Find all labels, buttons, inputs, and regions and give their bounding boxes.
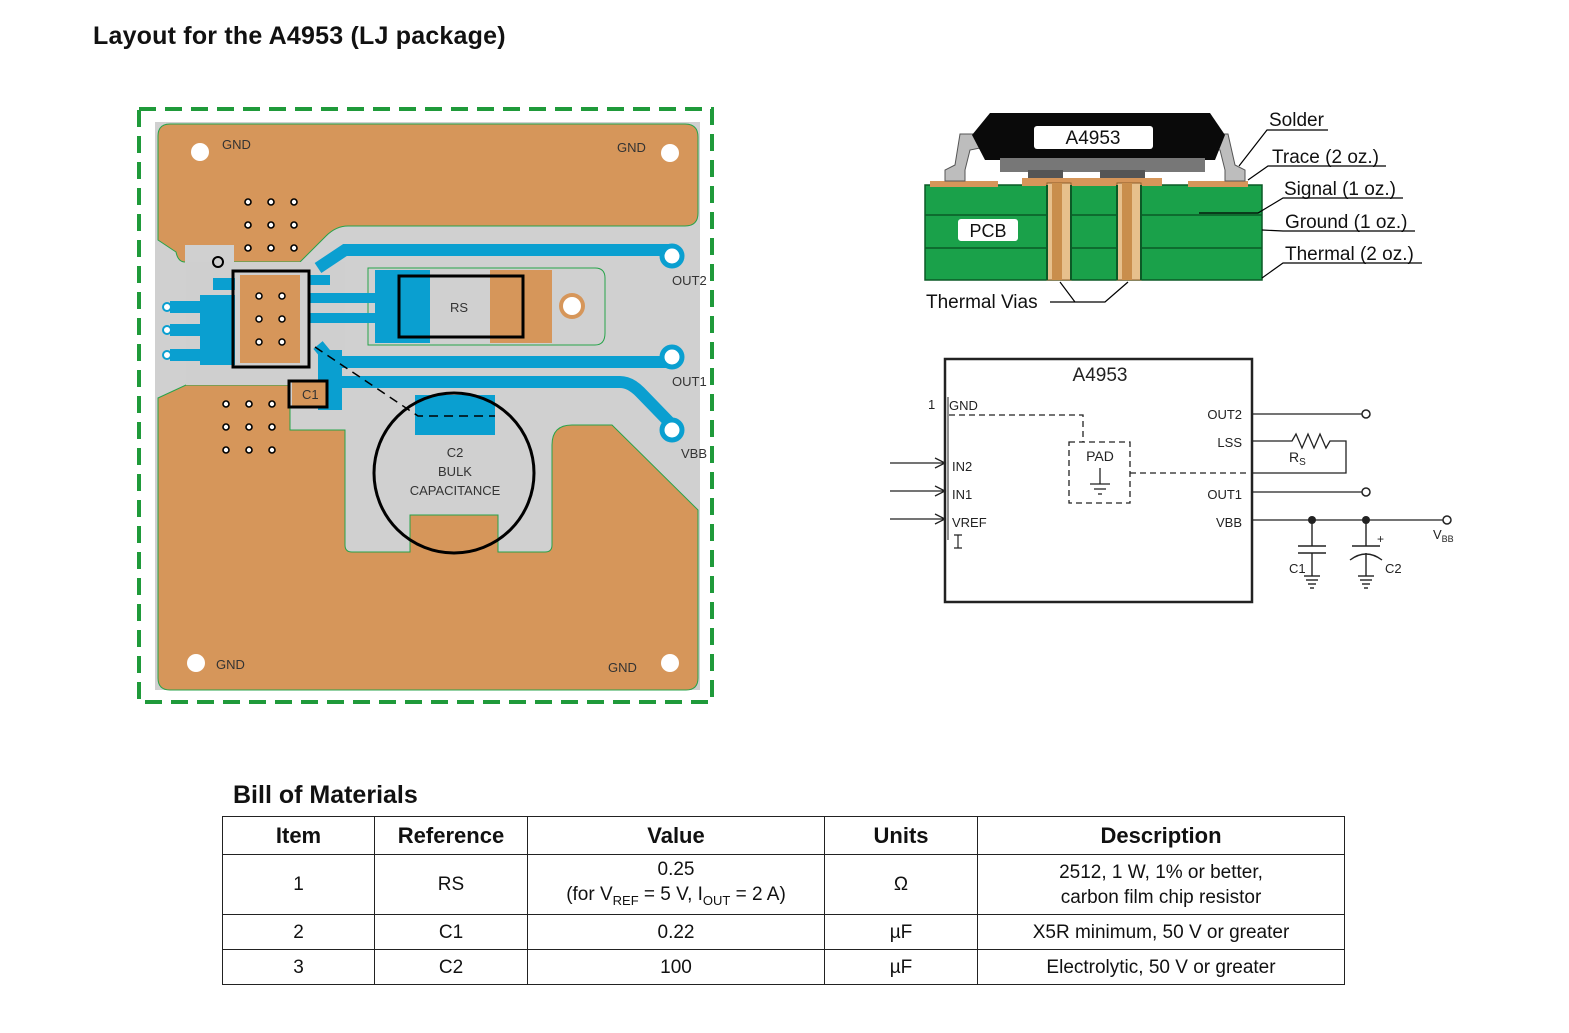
cell-description: 2512, 1 W, 1% or better, carbon film chi… [977, 854, 1345, 915]
mount-hole-br [661, 654, 679, 672]
cell-item: 1 [222, 854, 375, 915]
value-line2: (for VREF = 5 V, IOUT = 2 A) [566, 883, 786, 908]
c2-symbol-label: C2 [1385, 561, 1402, 576]
cell-value: 0.25 (for VREF = 5 V, IOUT = 2 A) [527, 854, 825, 915]
header-description: Description [977, 816, 1345, 855]
cell-reference: RS [374, 854, 528, 915]
out1-pad [659, 344, 685, 370]
c1-footprint [287, 379, 329, 409]
cross-section: A4953 PCB Thermal Vias Solder Trace (2 o… [924, 110, 1422, 313]
vbb-terminal [1442, 515, 1452, 525]
thermal-via-columns [1046, 182, 1142, 281]
desc-line2: carbon film chip resistor [1060, 886, 1262, 908]
cell-value: 0.22 [527, 914, 825, 950]
c2-line3: CAPACITANCE [410, 483, 501, 498]
cell-reference: C1 [374, 914, 528, 950]
pin-in1: IN1 [952, 487, 972, 502]
rs-symbol-label: RS [1289, 449, 1306, 468]
cell-units: µF [824, 914, 978, 950]
cell-value: 100 [527, 949, 825, 985]
out2-terminal [1361, 409, 1371, 419]
cell-item: 3 [222, 949, 375, 985]
layer-trace: Trace (2 oz.) [1272, 147, 1379, 168]
cross-chip-label: A4953 [1066, 128, 1121, 149]
layer-signal: Signal (1 oz.) [1284, 179, 1396, 200]
c1-symbol-label: C1 [1289, 561, 1306, 576]
table-row: 3 C2 100 µF Electrolytic, 50 V or greate… [222, 949, 1345, 985]
table-row: 1 RS 0.25 (for VREF = 5 V, IOUT = 2 A) Ω… [222, 854, 1345, 915]
header-reference: Reference [374, 816, 528, 855]
gnd-label-bl: GND [216, 657, 245, 672]
layer-solder: Solder [1269, 110, 1325, 131]
out1-label: OUT1 [672, 374, 707, 389]
bom-table: Item Reference Value Units Description 1… [222, 816, 1345, 985]
schematic: A4953 1 GND IN2 IN1 VREF OUT2 LSS OUT1 V… [890, 357, 1454, 604]
gnd-label-tr: GND [617, 140, 646, 155]
mount-hole-bl [187, 654, 205, 672]
c2-line1: C2 [447, 445, 464, 460]
pad-label: PAD [1086, 448, 1114, 464]
board-outline [137, 107, 714, 704]
page-title: Layout for the A4953 (LJ package) [93, 22, 506, 50]
mount-hole-tr [661, 144, 679, 162]
c1-label: C1 [302, 387, 319, 402]
mount-hole-tl [191, 143, 209, 161]
c2-outline [372, 391, 536, 555]
rs-label: RS [450, 300, 468, 315]
schematic-pin1: 1 [928, 397, 935, 412]
schematic-chip-title: A4953 [1073, 365, 1128, 386]
pin-out2: OUT2 [1207, 407, 1242, 422]
bom-title: Bill of Materials [233, 781, 418, 809]
out1-terminal [1361, 487, 1371, 497]
pcb-layout: C1 RS C2 BULK CAPACITANCE GND GND GND GN… [137, 107, 714, 704]
vbb-symbol-label: VBB [1433, 527, 1454, 544]
cell-units: µF [824, 949, 978, 985]
pin-gnd: GND [949, 398, 978, 413]
value-line1: 0.25 [657, 858, 695, 880]
thermal-vias-top [244, 198, 298, 252]
signal-traces [310, 244, 677, 430]
pin1-marker [212, 256, 224, 268]
pin-vref: VREF [952, 515, 987, 530]
header-units: Units [824, 816, 978, 855]
thermal-vias-bottom [222, 400, 276, 454]
rs-footprint [397, 274, 525, 339]
bottom-copper-pour [157, 384, 699, 691]
dashed-link [314, 346, 495, 417]
bom-header-row: Item Reference Value Units Description [222, 816, 1345, 855]
desc-line1: 2512, 1 W, 1% or better, [1059, 861, 1263, 883]
pin-lss: LSS [1217, 435, 1242, 450]
pin-out1: OUT1 [1207, 487, 1242, 502]
pin-vbb: VBB [1216, 515, 1242, 530]
table-row: 2 C1 0.22 µF X5R minimum, 50 V or greate… [222, 914, 1345, 950]
header-value: Value [527, 816, 825, 855]
schematic-chip-box [943, 357, 1254, 604]
c2-plus: + [1377, 532, 1384, 546]
cell-description: X5R minimum, 50 V or greater [977, 914, 1345, 950]
cell-description: Electrolytic, 50 V or greater [977, 949, 1345, 985]
out2-label: OUT2 [672, 273, 707, 288]
ic-footprint [231, 269, 311, 369]
vbb-label: VBB [681, 446, 707, 461]
gnd-label-br: GND [608, 660, 637, 675]
gnd-label-tl: GND [222, 137, 251, 152]
layer-ground: Ground (1 oz.) [1285, 212, 1408, 233]
vbb-pad [659, 417, 685, 443]
layer-thermal: Thermal (2 oz.) [1285, 244, 1414, 265]
out2-pad [659, 243, 685, 269]
cell-item: 2 [222, 914, 375, 950]
layer-labels: Solder Trace (2 oz.) Signal (1 oz.) Grou… [1269, 110, 1414, 265]
cell-reference: C2 [374, 949, 528, 985]
thermal-vias-label: Thermal Vias [926, 292, 1038, 313]
pcb-label: PCB [969, 221, 1006, 241]
c2-line2: BULK [438, 464, 472, 479]
header-item: Item [222, 816, 375, 855]
pin-in2: IN2 [952, 459, 972, 474]
cell-units: Ω [824, 854, 978, 915]
